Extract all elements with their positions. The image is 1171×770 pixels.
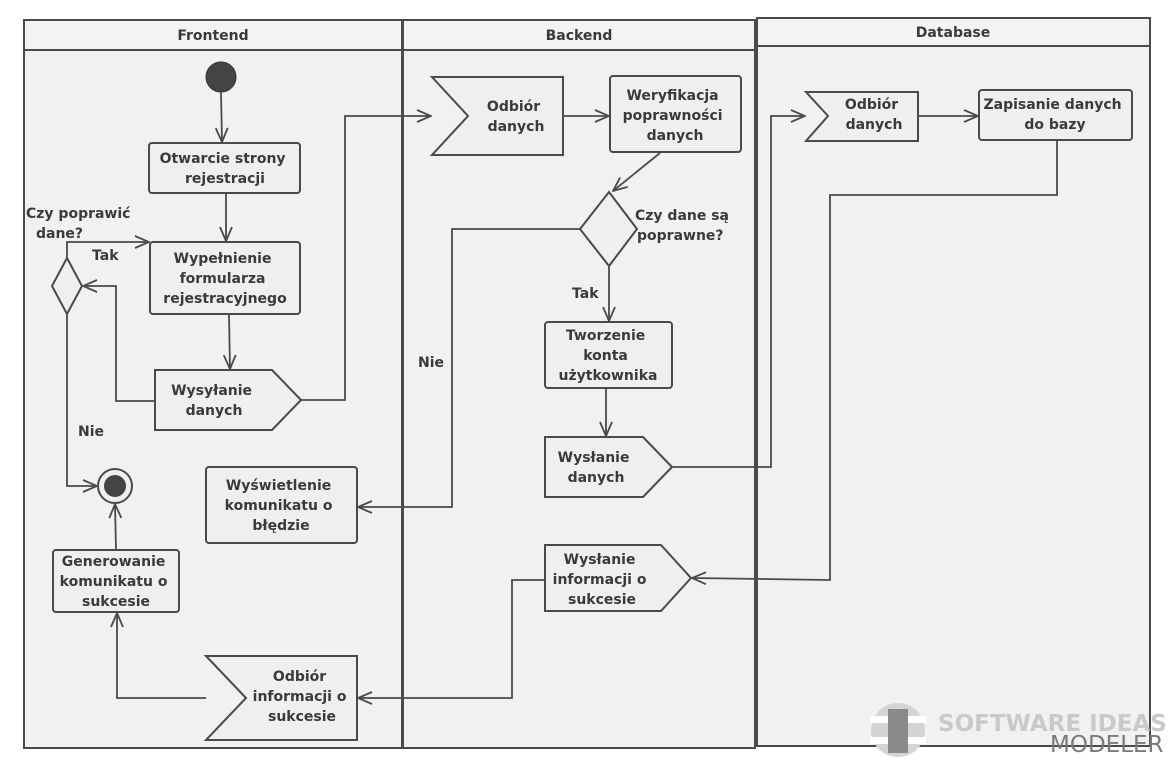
lane-backend-title: Backend bbox=[546, 28, 613, 44]
lane-database-title: Database bbox=[916, 25, 991, 41]
action-tworzenie-label: Tworzenie konta użytkownika bbox=[559, 328, 658, 384]
accept-event-odbior-danych-db-label: Odbiór danych bbox=[845, 97, 903, 133]
accept-event-odbior-informacji-label: Odbiór informacji o sukcesie bbox=[253, 669, 352, 725]
action-generowanie[interactable]: Generowanie komunikatu o sukcesie bbox=[52, 549, 180, 613]
action-wypelnienie[interactable]: Wypełnienie formularza rejestracyjnego bbox=[149, 241, 301, 315]
guard-be-yes: Tak bbox=[572, 286, 599, 302]
software-ideas-logo-icon bbox=[870, 703, 926, 757]
action-otwarcie[interactable]: Otwarcie strony rejestracji bbox=[148, 142, 301, 194]
action-weryfikacja[interactable]: Weryfikacja poprawności danych bbox=[609, 75, 742, 153]
action-wyswietlenie[interactable]: Wyświetlenie komunikatu o błędzie bbox=[205, 466, 358, 544]
control-flows bbox=[66, 91, 1058, 698]
action-generowanie-label: Generowanie komunikatu o sukcesie bbox=[60, 554, 173, 610]
action-weryfikacja-label: Weryfikacja poprawności danych bbox=[623, 88, 728, 144]
watermark: SOFTWARE IDEAS MODELER bbox=[870, 703, 1167, 758]
lane-frontend-title: Frontend bbox=[177, 28, 248, 44]
accept-event-odbior-danych-be[interactable]: Odbiór danych bbox=[429, 76, 564, 156]
watermark-line2: MODELER bbox=[1050, 732, 1164, 758]
action-wyswietlenie-label: Wyświetlenie komunikatu o błędzie bbox=[225, 478, 338, 534]
guard-fe-yes: Tak bbox=[92, 248, 119, 264]
send-signal-wyslanie-informacji-label: Wysłanie informacji o sukcesie bbox=[553, 552, 652, 608]
guard-be-no: Nie bbox=[418, 355, 444, 371]
accept-event-odbior-informacji[interactable]: Odbiór informacji o sukcesie bbox=[203, 655, 358, 741]
decision-fe-question: Czy poprawić dane? bbox=[26, 206, 135, 242]
send-signal-wyslanie-danych-label: Wysłanie danych bbox=[558, 450, 635, 486]
start-node-icon bbox=[205, 61, 237, 93]
send-signal-wyslanie-danych[interactable]: Wysłanie danych bbox=[544, 436, 674, 498]
action-tworzenie[interactable]: Tworzenie konta użytkownika bbox=[544, 321, 673, 389]
end-node-icon bbox=[97, 468, 133, 504]
accept-event-odbior-danych-db[interactable]: Odbiór danych bbox=[803, 91, 919, 142]
action-zapisanie[interactable]: Zapisanie danych do bazy bbox=[978, 89, 1133, 141]
accept-event-odbior-danych-be-label: Odbiór danych bbox=[487, 99, 545, 135]
guard-fe-no: Nie bbox=[78, 424, 104, 440]
action-otwarcie-label: Otwarcie strony rejestracji bbox=[160, 151, 291, 187]
send-signal-wysylanie[interactable]: Wysyłanie danych bbox=[154, 369, 303, 431]
send-signal-wysylanie-label: Wysyłanie danych bbox=[171, 383, 257, 419]
action-wypelnienie-label: Wypełnienie formularza rejestracyjnego bbox=[163, 251, 287, 307]
action-zapisanie-label: Zapisanie danych do bazy bbox=[983, 97, 1126, 133]
send-signal-wyslanie-informacji[interactable]: Wysłanie informacji o sukcesie bbox=[544, 544, 693, 612]
watermark-line1: SOFTWARE IDEAS bbox=[938, 711, 1167, 737]
decision-be-question: Czy dane są poprawne? bbox=[635, 208, 734, 244]
